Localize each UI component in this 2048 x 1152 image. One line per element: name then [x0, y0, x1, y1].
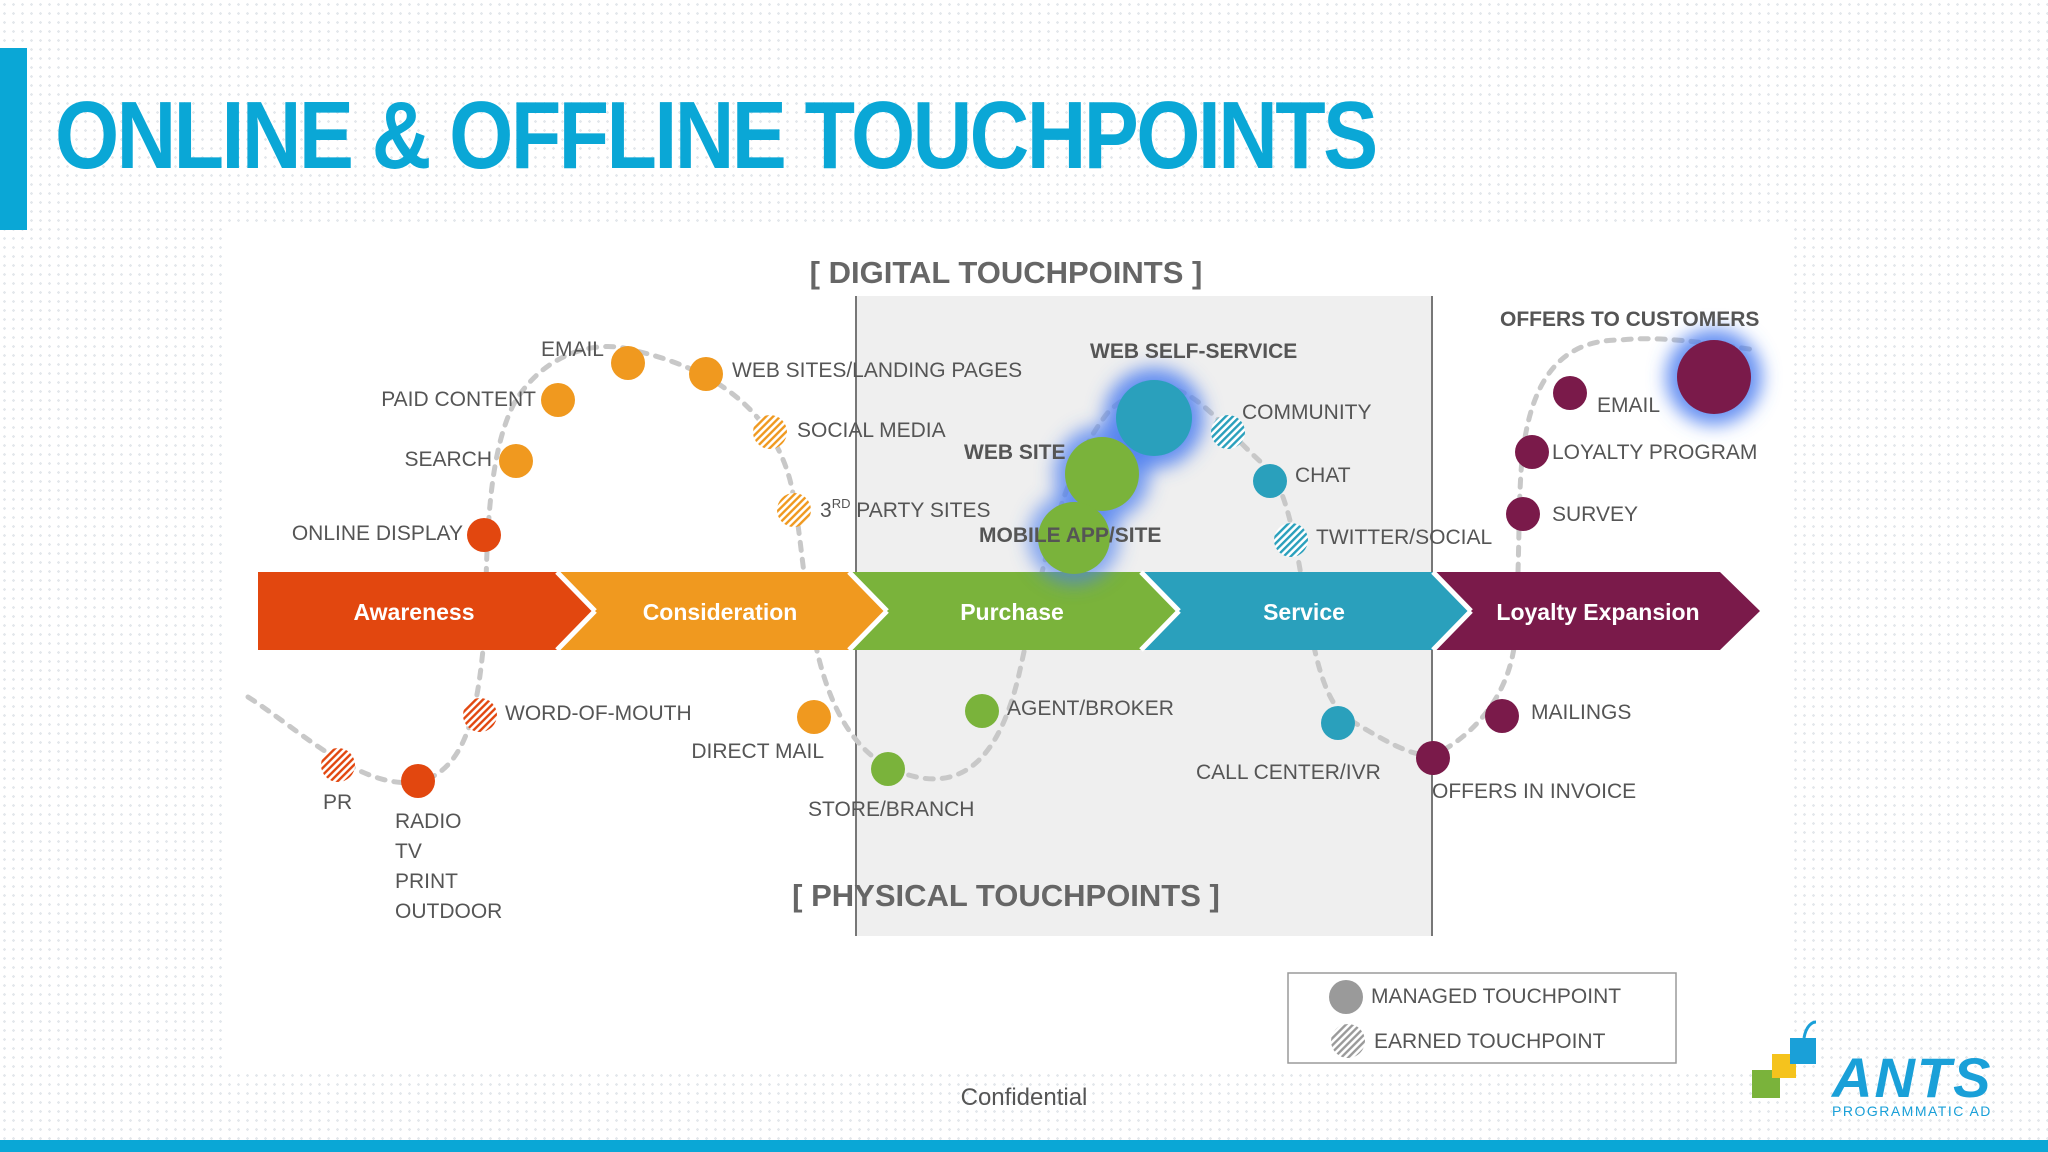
touchpoint-labels: EMAIL PAID CONTENT SEARCH ONLINE DISPLAY… [292, 308, 1760, 923]
label-loyalty-program: LOYALTY PROGRAM [1552, 441, 1757, 464]
dot-loyalty-program [1515, 435, 1549, 469]
label-call-center: CALL CENTER/IVR [1196, 761, 1381, 784]
label-survey: SURVEY [1552, 503, 1638, 526]
dot-survey [1506, 497, 1540, 531]
stage-label-service: Service [1263, 599, 1345, 625]
label-twitter-social: TWITTER/SOCIAL [1316, 526, 1492, 549]
dot-email-consideration [611, 346, 645, 380]
dot-community [1211, 415, 1245, 449]
label-agent-broker: AGENT/BROKER [1007, 697, 1174, 720]
label-offers-to-customers: OFFERS TO CUSTOMERS [1500, 308, 1759, 331]
label-pr: PR [323, 791, 352, 814]
title-accent-bar [0, 48, 27, 230]
label-outdoor: OUTDOOR [395, 900, 502, 923]
dot-twitter-social [1274, 523, 1308, 557]
digital-touchpoints-header: [ DIGITAL TOUCHPOINTS ] [810, 255, 1203, 290]
label-web-self-service: WEB SELF-SERVICE [1090, 340, 1297, 363]
label-chat: CHAT [1295, 464, 1351, 487]
dot-word-of-mouth [463, 698, 497, 732]
label-email-loyalty: EMAIL [1597, 394, 1660, 417]
label-mailings: MAILINGS [1531, 701, 1631, 724]
stage-label-consideration: Consideration [643, 599, 798, 625]
stage-loyalty-expansion [1433, 572, 1760, 650]
label-online-display: ONLINE DISPLAY [292, 522, 463, 545]
stage-service [1141, 572, 1471, 650]
logo-wordmark: ANTS [1832, 1046, 1993, 1109]
dot-mobile-app [1038, 502, 1110, 574]
dot-paid-content [541, 383, 575, 417]
stage-label-purchase: Purchase [960, 599, 1064, 625]
physical-touchpoints-header: [ PHYSICAL TOUCHPOINTS ] [792, 878, 1220, 913]
dot-email-loyalty [1553, 376, 1587, 410]
label-radio: RADIO [395, 810, 462, 833]
label-paid-content: PAID CONTENT [381, 388, 536, 411]
label-community: COMMUNITY [1242, 401, 1372, 424]
dot-radio [401, 764, 435, 798]
legend: MANAGED TOUCHPOINT EARNED TOUCHPOINT [1287, 972, 1677, 1064]
label-web-site: WEB SITE [964, 441, 1066, 464]
legend-managed-label: MANAGED TOUCHPOINT [1371, 985, 1621, 1008]
label-email-consideration: EMAIL [541, 338, 604, 361]
stage-chevrons: Awareness Consideration Purchase Service… [258, 570, 1760, 652]
stage-label-awareness: Awareness [353, 599, 474, 625]
dot-search [499, 444, 533, 478]
label-web-sites: WEB SITES/LANDING PAGES [732, 359, 1022, 382]
legend-managed-swatch [1329, 980, 1363, 1014]
confidential-footer: Confidential [960, 1084, 1088, 1111]
dot-direct-mail [797, 700, 831, 734]
label-tv: TV [395, 840, 422, 863]
touchpoint-dots [321, 340, 1751, 798]
label-mobile-app: MOBILE APP/SITE [979, 524, 1161, 547]
stage-consideration [557, 572, 887, 650]
legend-earned-swatch [1331, 1024, 1365, 1058]
dot-agent-broker [965, 694, 999, 728]
dot-store-branch [871, 752, 905, 786]
stage-purchase [849, 572, 1179, 650]
label-offers-in-invoice: OFFERS IN INVOICE [1432, 780, 1636, 803]
label-direct-mail: DIRECT MAIL [691, 740, 824, 763]
dot-online-display [467, 518, 501, 552]
dot-social-media [753, 415, 787, 449]
dot-web-sites [689, 357, 723, 391]
dot-call-center [1321, 706, 1355, 740]
footer-accent-bar [0, 1140, 2048, 1152]
ants-logo-mark [1752, 1020, 1817, 1098]
label-third-party: 3RD PARTY SITES [820, 496, 991, 522]
dot-offers-in-invoice [1416, 741, 1450, 775]
label-social-media: SOCIAL MEDIA [797, 419, 946, 442]
dot-pr [321, 748, 355, 782]
stage-awareness [258, 572, 595, 650]
dot-mailings [1485, 699, 1519, 733]
label-store-branch: STORE/BRANCH [808, 798, 974, 821]
dot-offers-to-customers [1677, 340, 1751, 414]
dot-third-party [777, 493, 811, 527]
dot-web-self-service [1116, 380, 1192, 456]
label-word-of-mouth: WORD-OF-MOUTH [505, 702, 692, 725]
stage-label-loyalty-expansion: Loyalty Expansion [1496, 599, 1699, 625]
label-print: PRINT [395, 870, 458, 893]
slide-title: ONLINE & OFFLINE TOUCHPOINTS [55, 82, 1378, 189]
dot-web-site [1065, 437, 1139, 511]
legend-earned-label: EARNED TOUCHPOINT [1374, 1030, 1606, 1053]
logo-tagline: PROGRAMMATIC AD [1832, 1103, 1992, 1119]
dot-chat [1253, 464, 1287, 498]
label-search: SEARCH [404, 448, 492, 471]
